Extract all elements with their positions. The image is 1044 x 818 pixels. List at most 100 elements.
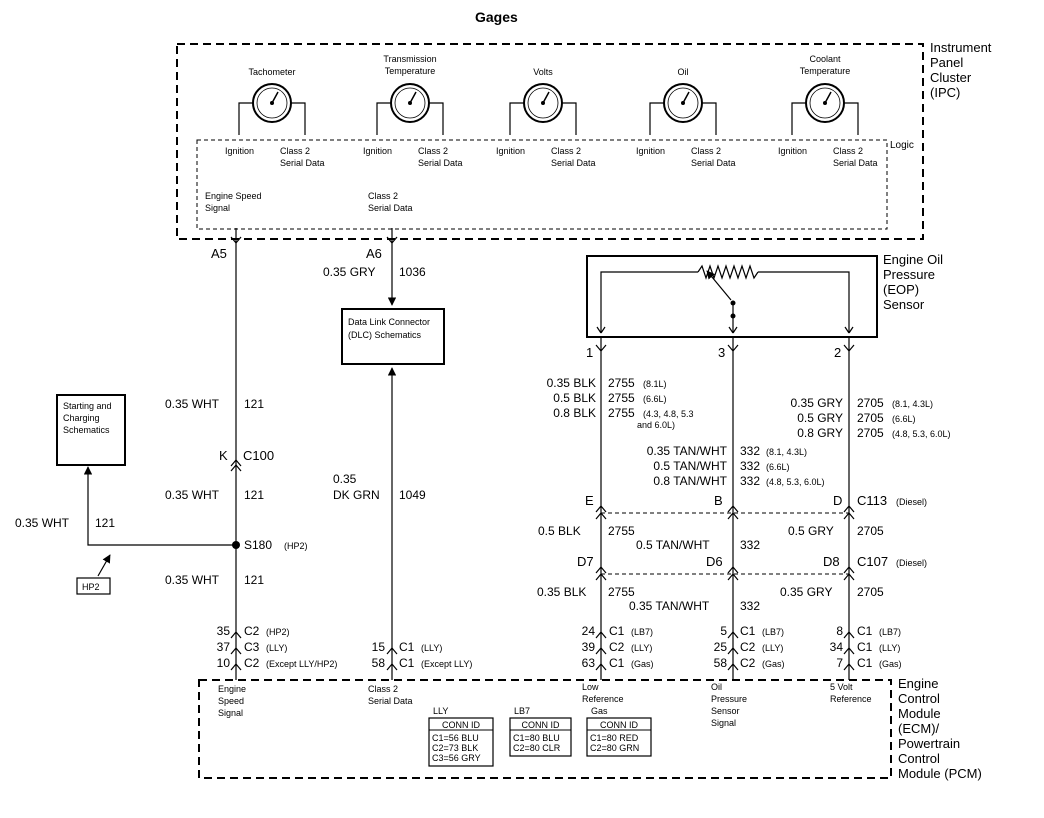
wire-label: 0.35 WHT: [165, 488, 220, 502]
wire-label: 0.5 TAN/WHT: [636, 538, 710, 552]
hp2-tag-box: [76, 577, 111, 595]
eop-pin-arrow: [844, 326, 850, 334]
circuit-number: 332: [740, 538, 760, 552]
ecm-oil-pressure-signal: Signal: [711, 718, 736, 728]
wire-label: 0.35 BLK: [547, 376, 596, 390]
gauge-name: Transmission: [383, 54, 436, 64]
starting-charging-box[interactable]: [56, 394, 126, 466]
conn-table-row: C2=80 GRN: [590, 743, 639, 753]
connector-pin: 58: [372, 656, 386, 670]
starting-box-line: Charging: [63, 413, 100, 423]
gauge-ignition-wire: [791, 102, 806, 135]
connector-id: C2: [244, 624, 260, 638]
wire-label: 0.35: [333, 472, 357, 486]
connector-pin: 10: [217, 656, 231, 670]
gauge-name: Volts: [533, 67, 553, 77]
conn-table-group: LLY: [433, 706, 448, 716]
eop-internal-wire: [758, 271, 850, 333]
ecm-oil-pressure-signal: Sensor: [711, 706, 740, 716]
connector-pin: 8: [836, 624, 843, 638]
ecm-oil-pressure-signal: Oil: [711, 682, 722, 692]
circuit-number: 2705: [857, 396, 884, 410]
engine-speed-circuit: A5 0.35 WHT 121 K C100 0.35 WHT 121 S180…: [15, 228, 337, 680]
connector-note: (LLY): [762, 643, 783, 653]
ipc-engine-speed-signal: Signal: [205, 203, 230, 213]
c113-pin: D: [833, 493, 842, 508]
eop-pin-arrow: [728, 326, 734, 334]
pin-a6: A6: [366, 246, 382, 261]
connector-pin: 25: [714, 640, 728, 654]
conn-table-header: CONN ID: [442, 720, 481, 730]
gauge-data-wire: [429, 102, 444, 135]
ecm-five-volt-reference: Reference: [830, 694, 872, 704]
eop-pin: 3: [718, 345, 725, 360]
conn-table-row: C1=56 BLU: [432, 733, 479, 743]
connector-pin: 63: [582, 656, 596, 670]
eop-label-line: Pressure: [883, 267, 935, 282]
circuit-number: 332: [740, 599, 760, 613]
gauge-hub: [681, 101, 685, 105]
circuit-number: 332: [740, 444, 760, 458]
c113-pin: E: [585, 493, 594, 508]
gauge-name: Oil: [678, 67, 689, 77]
connector-c113-note: (Diesel): [896, 497, 927, 507]
eop-label-line: (EOP): [883, 282, 919, 297]
ecm-oil-pressure-signal: Pressure: [711, 694, 747, 704]
dlc-box-line: Data Link Connector: [348, 317, 430, 327]
circuit-number: 332: [740, 474, 760, 488]
dlc-schematics-box[interactable]: [341, 308, 445, 365]
gauge-ignition-label: Ignition: [225, 146, 254, 156]
connector-mark: [595, 573, 607, 581]
connector-mark: [843, 566, 855, 574]
gauge-needle-icon: [542, 91, 550, 104]
gauge-class2-label: Class 2: [833, 146, 863, 156]
connector-pin: 35: [217, 624, 231, 638]
conn-table-border: [428, 717, 494, 767]
ipc-label: Instrument Panel Cluster (IPC): [930, 40, 992, 100]
starting-box-line: Starting and: [63, 401, 112, 411]
ecm-five-volt-reference: 5 Volt: [830, 682, 853, 692]
ipc-module: Logic Instrument Panel Cluster (IPC) Tac…: [176, 40, 992, 240]
connector-note: (LB7): [879, 627, 901, 637]
connector-mark: [727, 663, 739, 671]
gauge-class2-label: Serial Data: [551, 158, 596, 168]
connector-pin: 58: [714, 656, 728, 670]
wire-note: (4.3, 4.8, 5.3: [643, 409, 694, 419]
ipc-engine-speed-signal: Engine Speed: [205, 191, 262, 201]
gauge-class2-label: Serial Data: [691, 158, 736, 168]
connector-mark: [843, 344, 855, 352]
wire-note: (6.6L): [766, 462, 790, 472]
gauge-scale-icon: [667, 87, 699, 119]
connector-c107-note: (Diesel): [896, 558, 927, 568]
connector-mark: [230, 464, 242, 472]
wire-note: (8.1, 4.3L): [766, 447, 807, 457]
wire-label: 0.35 TAN/WHT: [647, 444, 728, 458]
gauge-ignition-wire: [238, 102, 253, 135]
splice-s180-note: (HP2): [284, 541, 308, 551]
connector-mark: [595, 663, 607, 671]
wire-label: 0.35 BLK: [537, 585, 586, 599]
connector-mark: [727, 647, 739, 655]
ecm-engine-speed-signal: Speed: [218, 696, 244, 706]
gauge-ignition-label: Ignition: [496, 146, 525, 156]
conn-table-header: CONN ID: [600, 720, 639, 730]
gauge-ignition-label: Ignition: [778, 146, 807, 156]
ipc-label-line: Instrument: [930, 40, 992, 55]
eop-sensor-box[interactable]: [586, 255, 878, 338]
dlc-box-line: (DLC) Schematics: [348, 330, 422, 340]
gauge-ignition-wire: [376, 102, 391, 135]
connector-mark: [230, 647, 242, 655]
gauge-data-wire: [844, 102, 859, 135]
circuit-number: 1036: [399, 265, 426, 279]
circuit-number: 2755: [608, 376, 635, 390]
connector-id: C1: [857, 624, 873, 638]
eop-pin-arrow: [732, 326, 738, 334]
